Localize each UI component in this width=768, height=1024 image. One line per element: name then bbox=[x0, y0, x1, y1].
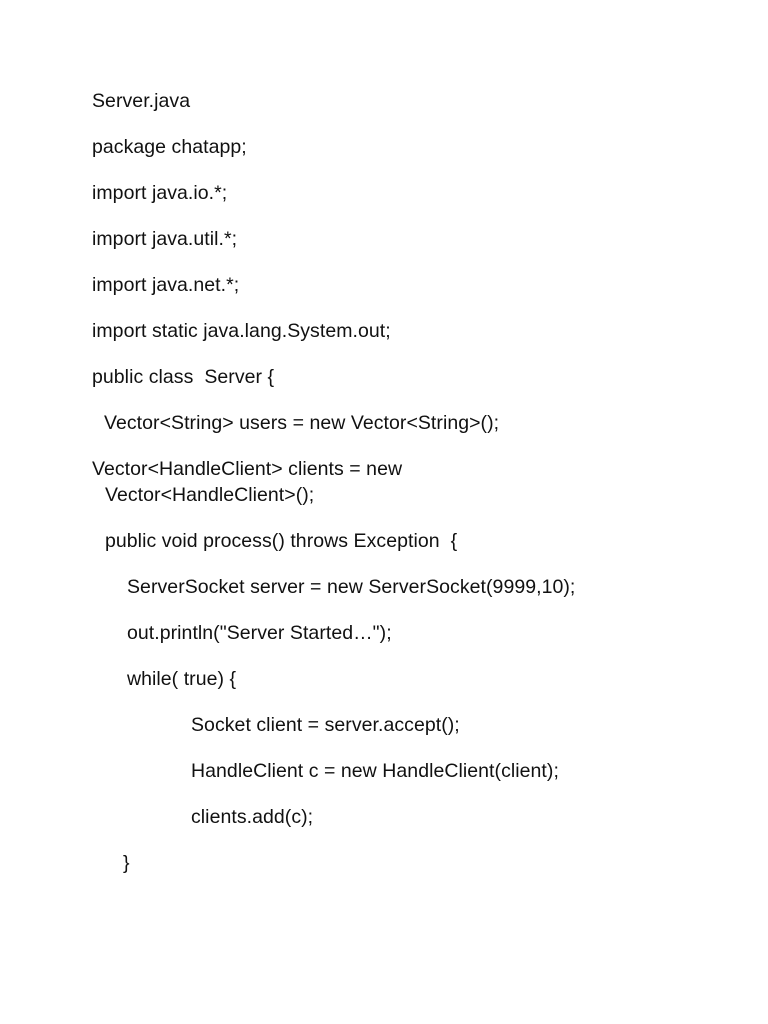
code-line-while-true: while( true) { bbox=[127, 668, 237, 690]
code-line-class-declaration: public class Server { bbox=[92, 366, 275, 388]
code-line-import-io: import java.io.*; bbox=[92, 182, 228, 204]
code-line-clients-add: clients.add(c); bbox=[191, 806, 314, 828]
code-line-title: Server.java bbox=[92, 90, 191, 112]
code-line-import-util: import java.util.*; bbox=[92, 228, 238, 250]
code-line-println-started: out.println("Server Started…"); bbox=[127, 622, 392, 644]
code-line-socket-accept: Socket client = server.accept(); bbox=[191, 714, 460, 736]
code-line-server-socket: ServerSocket server = new ServerSocket(9… bbox=[127, 576, 576, 598]
code-line-close-brace: } bbox=[123, 852, 130, 874]
code-line-field-clients: Vector<HandleClient> clients = new Vecto… bbox=[92, 458, 408, 506]
code-line-method-process: public void process() throws Exception { bbox=[105, 530, 458, 552]
code-line-import-static: import static java.lang.System.out; bbox=[92, 320, 391, 342]
code-line-new-handleclient: HandleClient c = new HandleClient(client… bbox=[191, 760, 559, 782]
code-line-import-net: import java.net.*; bbox=[92, 274, 240, 296]
code-line-package: package chatapp; bbox=[92, 136, 247, 158]
code-listing: Server.java package chatapp; import java… bbox=[92, 88, 692, 896]
code-line-field-users: Vector<String> users = new Vector<String… bbox=[104, 412, 500, 434]
